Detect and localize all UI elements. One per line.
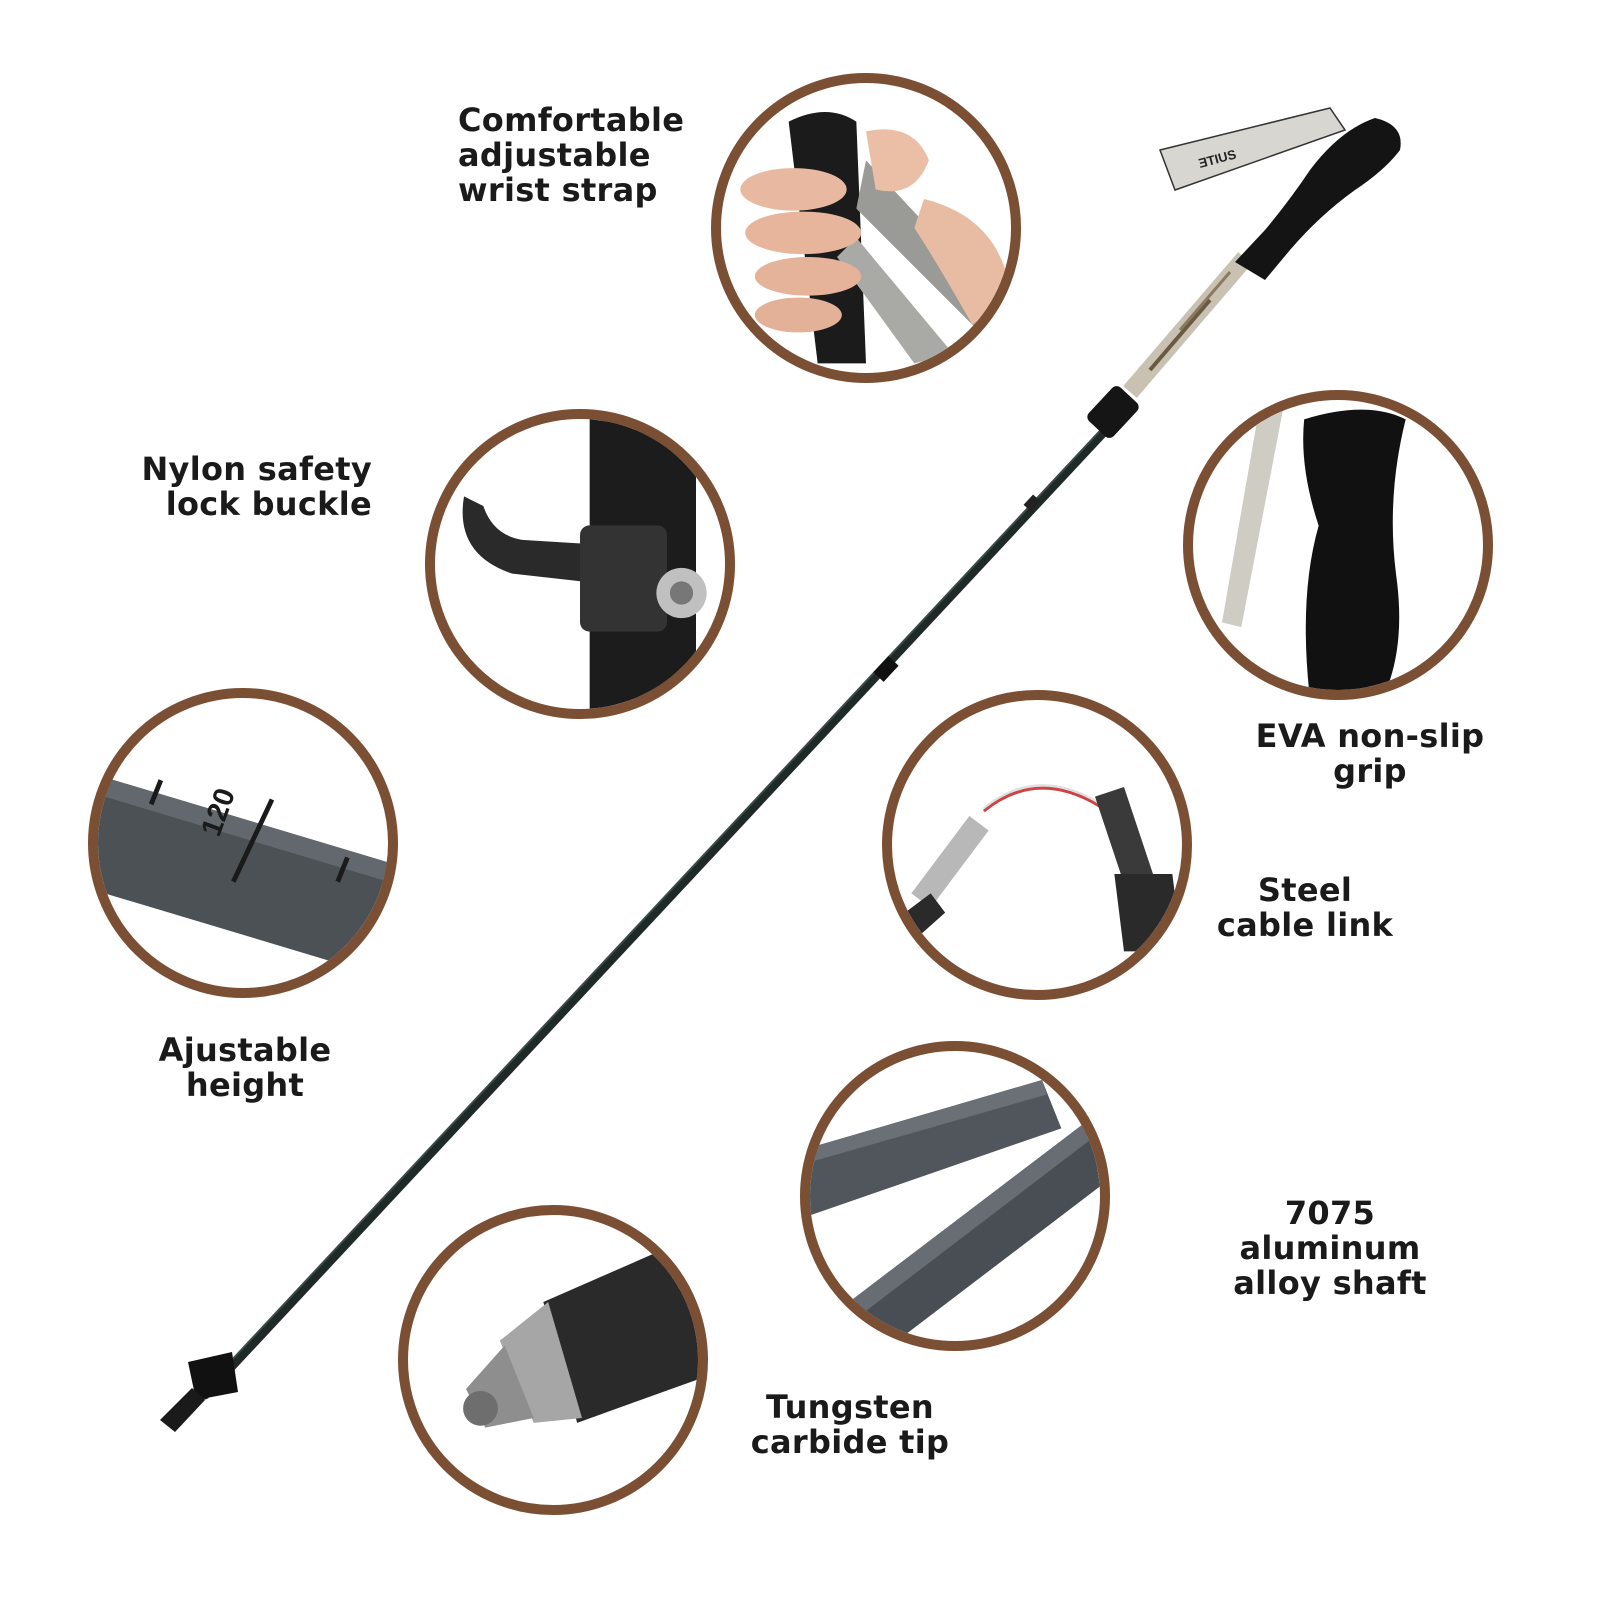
alloy-shaft-detail-image bbox=[800, 1041, 1110, 1351]
label-line: Steel bbox=[1257, 871, 1353, 909]
label-line: 7075 bbox=[1284, 1194, 1376, 1232]
feature-label-carbide-tip: Tungsten carbide tip bbox=[735, 1390, 965, 1460]
label-line: Tungsten bbox=[765, 1388, 934, 1426]
eva-grip-detail-image bbox=[1183, 390, 1493, 700]
label-line: Comfortable bbox=[458, 101, 685, 139]
label-line: Nylon safety bbox=[141, 450, 372, 488]
feature-label-eva-grip: EVA non-slip grip bbox=[1240, 719, 1500, 789]
feature-label-adjustable-height: Ajustable height bbox=[140, 1033, 350, 1103]
wrist-strap-detail-image bbox=[711, 73, 1021, 383]
feature-label-wrist-strap: Comfortable adjustable wrist strap bbox=[458, 103, 684, 208]
feature-label-alloy-shaft: 7075 aluminum alloy shaft bbox=[1210, 1196, 1450, 1301]
feature-label-cable-link: Steel cable link bbox=[1210, 873, 1400, 943]
label-line: carbide tip bbox=[750, 1423, 950, 1461]
label-line: lock buckle bbox=[165, 485, 372, 523]
label-line: adjustable bbox=[458, 136, 651, 174]
svg-text:ƎTIUS: ƎTIUS bbox=[1197, 146, 1238, 170]
label-line: wrist strap bbox=[458, 171, 658, 209]
feature-label-lock-buckle: Nylon safety lock buckle bbox=[130, 452, 372, 522]
adjustable-height-detail-image: 120 bbox=[88, 688, 398, 998]
label-line: height bbox=[185, 1066, 305, 1104]
label-line: EVA non-slip bbox=[1255, 717, 1485, 755]
label-line: alloy shaft bbox=[1233, 1264, 1427, 1302]
lock-buckle-detail-image bbox=[425, 409, 735, 719]
carbide-tip-detail-image bbox=[398, 1205, 708, 1515]
label-line: Ajustable bbox=[158, 1031, 332, 1069]
label-line: aluminum bbox=[1239, 1229, 1421, 1267]
cable-link-detail-image bbox=[882, 690, 1192, 1000]
label-line: grip bbox=[1333, 752, 1407, 790]
label-line: cable link bbox=[1216, 906, 1394, 944]
